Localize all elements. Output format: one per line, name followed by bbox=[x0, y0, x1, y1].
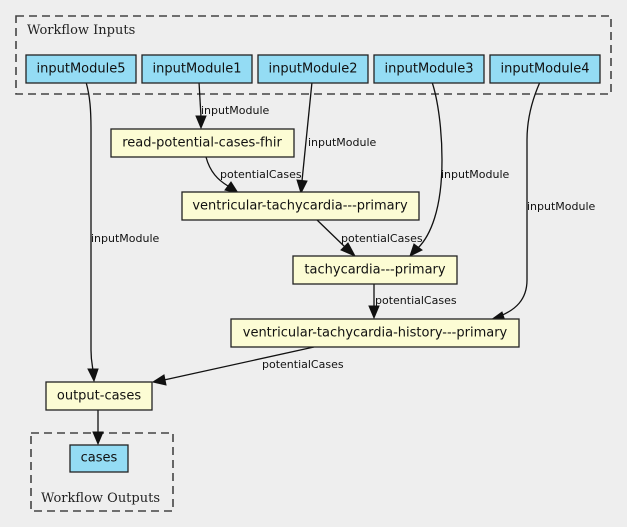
edge-label: inputModule bbox=[201, 104, 270, 117]
edge-label: potentialCases bbox=[220, 168, 302, 181]
edge-tachycardia-primary-to-ventricular-tachycardia-history-primary[interactable]: potentialCases bbox=[368, 283, 457, 320]
node-label: cases bbox=[81, 451, 118, 466]
edge-label: inputModule bbox=[308, 136, 377, 149]
node-inputModule2[interactable]: inputModule2 bbox=[257, 54, 369, 84]
edge-output-cases-to-cases[interactable] bbox=[92, 410, 104, 446]
workflow-inputs-cluster: Workflow Inputs bbox=[15, 15, 612, 95]
edge-label: inputModule bbox=[441, 168, 510, 181]
edge-label: inputModule bbox=[527, 200, 596, 213]
node-label: inputModule5 bbox=[37, 62, 126, 77]
edges: inputModule inputModule potentialCases i… bbox=[85, 81, 596, 446]
node-tachycardia-primary[interactable]: tachycardia---primary bbox=[292, 255, 458, 285]
edge-inputModule3-to-tachycardia-primary[interactable]: inputModule bbox=[409, 81, 510, 257]
edge-ventricular-tachycardia-history-primary-to-output-cases[interactable]: potentialCases bbox=[151, 346, 344, 386]
node-cases[interactable]: cases bbox=[69, 444, 129, 473]
node-ventricular-tachycardia-primary[interactable]: ventricular-tachycardia---primary bbox=[181, 191, 420, 221]
node-label: ventricular-tachycardia---primary bbox=[192, 199, 408, 214]
edge-inputModule5-to-output-cases[interactable]: inputModule bbox=[85, 81, 160, 383]
workflow-outputs-label: Workflow Outputs bbox=[41, 491, 160, 506]
edge-inputModule1-to-read-potential-cases-fhir[interactable]: inputModule bbox=[195, 81, 270, 130]
edge-label: inputModule bbox=[91, 232, 160, 245]
node-ventricular-tachycardia-history-primary[interactable]: ventricular-tachycardia-history---primar… bbox=[230, 318, 520, 348]
node-label: output-cases bbox=[57, 389, 141, 404]
node-inputModule3[interactable]: inputModule3 bbox=[373, 54, 485, 84]
node-label: inputModule3 bbox=[385, 62, 474, 77]
node-label: inputModule2 bbox=[269, 62, 358, 77]
node-label: inputModule1 bbox=[153, 62, 242, 77]
node-label: inputModule4 bbox=[501, 62, 590, 77]
edge-inputModule4-to-ventricular-tachycardia-history-primary[interactable]: inputModule bbox=[489, 81, 596, 322]
edge-label: potentialCases bbox=[375, 294, 457, 307]
edge-read-potential-cases-fhir-to-ventricular-tachycardia-primary[interactable]: potentialCases bbox=[205, 156, 302, 194]
edge-label: potentialCases bbox=[341, 232, 423, 245]
edge-ventricular-tachycardia-primary-to-tachycardia-primary[interactable]: potentialCases bbox=[315, 218, 423, 258]
edge-inputModule2-to-ventricular-tachycardia-primary[interactable]: inputModule bbox=[296, 81, 377, 195]
node-inputModule4[interactable]: inputModule4 bbox=[489, 54, 601, 84]
node-read-potential-cases-fhir[interactable]: read-potential-cases-fhir bbox=[110, 128, 295, 158]
node-output-cases[interactable]: output-cases bbox=[45, 381, 153, 411]
workflow-inputs-label: Workflow Inputs bbox=[27, 23, 135, 38]
node-inputModule1[interactable]: inputModule1 bbox=[141, 54, 253, 84]
node-inputModule5[interactable]: inputModule5 bbox=[25, 54, 137, 84]
node-label: read-potential-cases-fhir bbox=[122, 136, 282, 151]
node-label: tachycardia---primary bbox=[304, 263, 445, 278]
edge-label: potentialCases bbox=[262, 358, 344, 371]
node-label: ventricular-tachycardia-history---primar… bbox=[243, 326, 508, 341]
